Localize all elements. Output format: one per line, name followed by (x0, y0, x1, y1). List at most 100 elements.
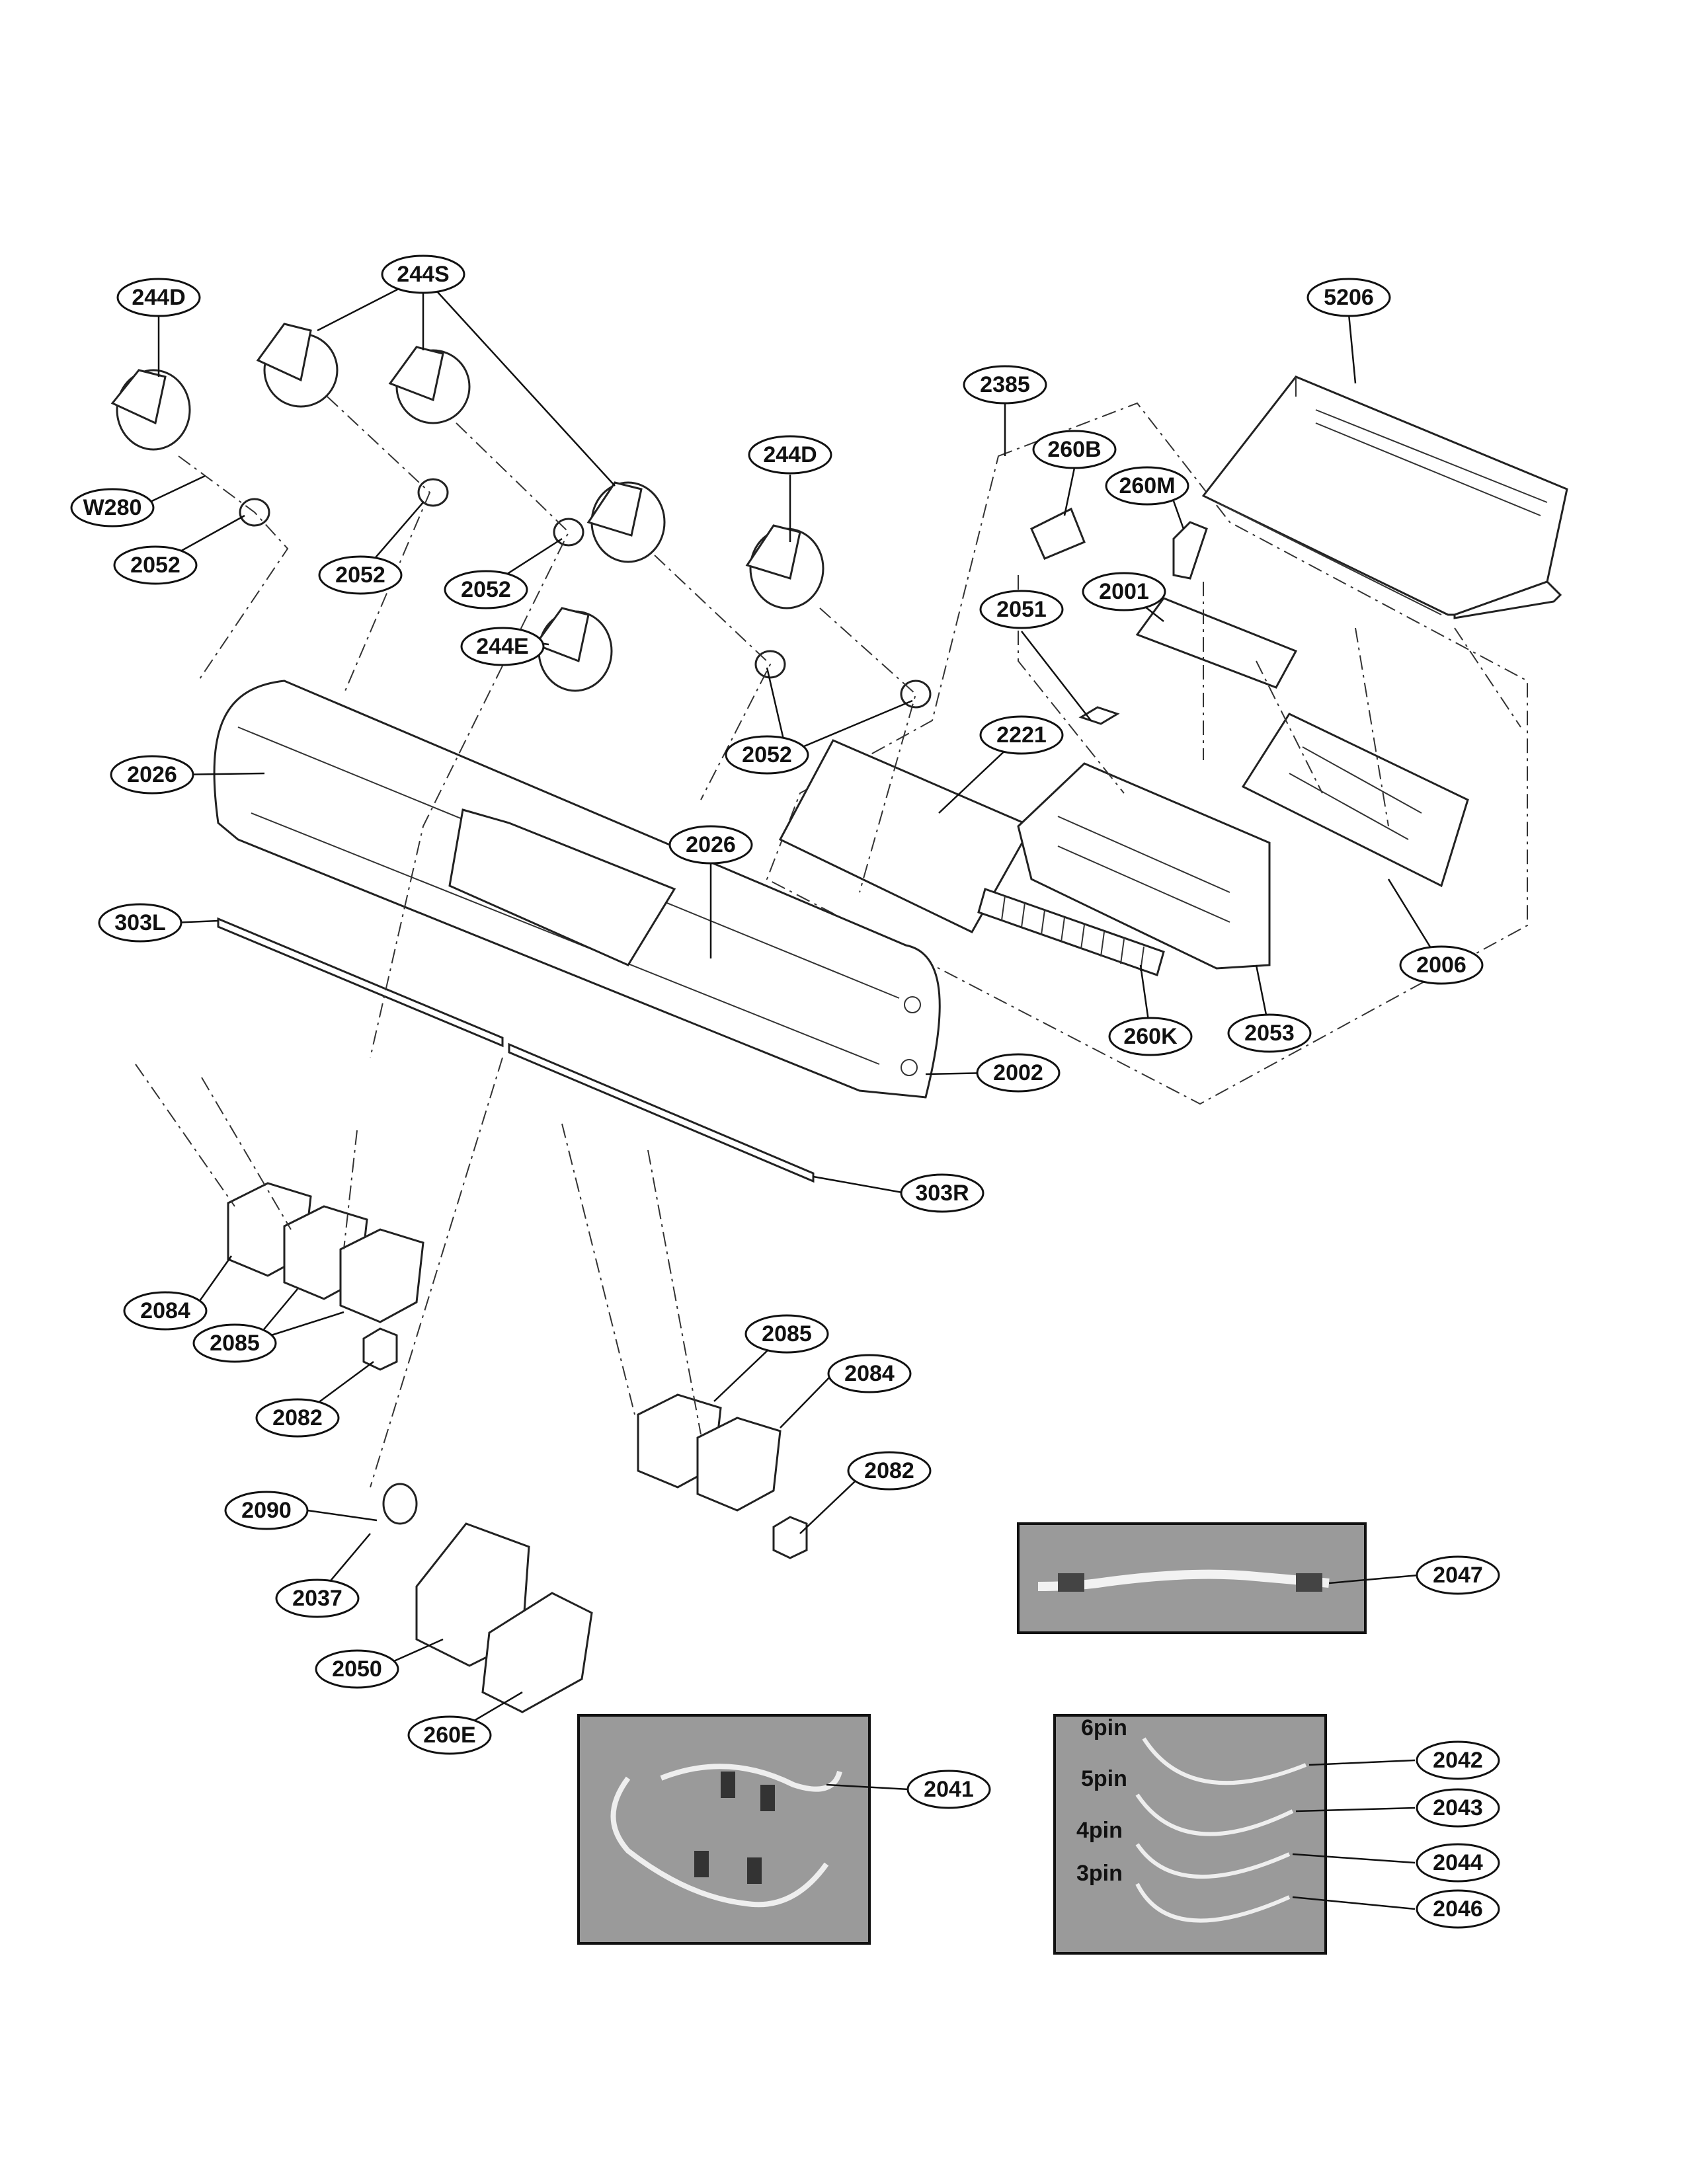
callout-2006: 2006 (1399, 945, 1484, 985)
callout-2221: 2221 (979, 715, 1064, 755)
knob-244D-left (110, 369, 191, 451)
svg-text:2037: 2037 (292, 1586, 342, 1611)
photo-harness-2041 (577, 1714, 871, 1945)
assembly-lines (135, 396, 1521, 1488)
pcb-2006 (1241, 713, 1469, 888)
callout-2052-c: 2052 (444, 570, 528, 609)
callout-244D-right: 244D (748, 435, 832, 475)
svg-text:2084: 2084 (140, 1298, 190, 1323)
svg-text:2052: 2052 (742, 742, 792, 767)
callout-260B: 260B (1032, 430, 1117, 469)
svg-text:2047: 2047 (1433, 1563, 1483, 1588)
callout-2085-b: 2085 (744, 1314, 829, 1354)
pin-label-3: 3pin (1076, 1861, 1123, 1886)
svg-text:2026: 2026 (127, 762, 177, 787)
svg-text:2052: 2052 (461, 577, 511, 602)
svg-text:2026: 2026 (686, 832, 736, 857)
pin-label-5: 5pin (1081, 1766, 1127, 1791)
callout-260M: 260M (1105, 466, 1189, 506)
callout-2046: 2046 (1416, 1889, 1500, 1929)
part-260B (1030, 507, 1086, 560)
svg-text:2001: 2001 (1099, 579, 1149, 604)
svg-text:2043: 2043 (1433, 1795, 1483, 1820)
part-5206-bracket (1201, 375, 1568, 619)
callout-2084-b: 2084 (827, 1354, 912, 1393)
svg-text:244D: 244D (763, 442, 817, 467)
svg-text:5206: 5206 (1324, 285, 1374, 310)
callout-2053: 2053 (1227, 1013, 1312, 1053)
svg-text:W280: W280 (83, 495, 142, 520)
svg-text:2385: 2385 (980, 372, 1030, 397)
svg-text:303L: 303L (114, 910, 166, 935)
control-panel-2002 (213, 680, 941, 1099)
callout-2026-b: 2026 (668, 825, 753, 865)
callout-303L: 303L (98, 903, 182, 943)
callout-2085-a: 2085 (192, 1323, 277, 1363)
callout-2002: 2002 (976, 1053, 1061, 1093)
svg-text:303R: 303R (915, 1181, 969, 1206)
svg-text:2082: 2082 (864, 1458, 914, 1483)
svg-text:2082: 2082 (272, 1405, 323, 1430)
trim-303L (217, 917, 504, 1048)
knob-244S-1 (256, 323, 339, 408)
svg-text:260B: 260B (1047, 437, 1101, 462)
svg-text:2052: 2052 (335, 563, 385, 588)
callout-260K: 260K (1108, 1017, 1193, 1056)
svg-text:244E: 244E (476, 634, 528, 659)
svg-text:2046: 2046 (1433, 1896, 1483, 1922)
svg-text:2051: 2051 (996, 597, 1047, 622)
callout-244E: 244E (460, 627, 545, 666)
svg-text:2006: 2006 (1416, 953, 1466, 978)
callout-2052-a: 2052 (113, 545, 198, 585)
svg-text:244D: 244D (132, 285, 185, 310)
keypad-260K (977, 888, 1165, 976)
callout-303R: 303R (900, 1173, 984, 1213)
callout-2044: 2044 (1416, 1843, 1500, 1883)
callout-2051: 2051 (979, 590, 1064, 629)
callout-2042: 2042 (1416, 1740, 1500, 1780)
svg-text:2050: 2050 (332, 1657, 382, 1682)
callout-2052-b: 2052 (318, 555, 403, 595)
trim-303R (508, 1042, 815, 1183)
svg-text:2090: 2090 (241, 1498, 292, 1523)
svg-text:260E: 260E (423, 1723, 475, 1748)
switch-group-left (227, 1182, 424, 1371)
svg-text:2002: 2002 (993, 1060, 1043, 1085)
part-2001 (1135, 597, 1298, 689)
svg-text:2085: 2085 (210, 1331, 260, 1356)
callout-5206: 5206 (1306, 278, 1391, 317)
callout-2037: 2037 (275, 1579, 360, 1618)
callout-2082-b: 2082 (847, 1451, 932, 1491)
callout-2082-a: 2082 (255, 1398, 340, 1438)
callout-260E: 260E (407, 1715, 492, 1755)
callout-2050: 2050 (315, 1649, 399, 1689)
svg-text:260K: 260K (1123, 1024, 1178, 1049)
callout-2026-a: 2026 (110, 755, 194, 795)
callout-2090: 2090 (224, 1491, 309, 1530)
svg-text:2085: 2085 (762, 1321, 812, 1346)
knob-244D-right (745, 524, 824, 609)
svg-text:2052: 2052 (130, 553, 181, 578)
callout-244S: 244S (381, 254, 465, 294)
pin-label-4: 4pin (1076, 1818, 1123, 1843)
callout-2084-a: 2084 (123, 1291, 208, 1331)
svg-text:260M: 260M (1119, 473, 1175, 498)
switch-group-right (637, 1393, 808, 1559)
svg-text:2044: 2044 (1433, 1850, 1483, 1875)
callout-2001: 2001 (1082, 572, 1166, 611)
svg-text:2084: 2084 (844, 1361, 895, 1386)
rotary-2050-assembly (382, 1483, 593, 1713)
callout-2041: 2041 (906, 1770, 991, 1809)
callout-2052-d: 2052 (725, 735, 809, 775)
svg-text:2221: 2221 (996, 722, 1047, 748)
callout-W280: W280 (70, 488, 155, 527)
knob-244E (534, 607, 613, 692)
callout-2047: 2047 (1416, 1555, 1500, 1595)
svg-text:2053: 2053 (1244, 1021, 1295, 1046)
part-260M (1172, 521, 1208, 580)
housing-2053 (1017, 762, 1271, 970)
callout-244D-left: 244D (116, 278, 201, 317)
photo-harness-2047 (1017, 1522, 1367, 1634)
pin-label-6: 6pin (1081, 1715, 1127, 1740)
